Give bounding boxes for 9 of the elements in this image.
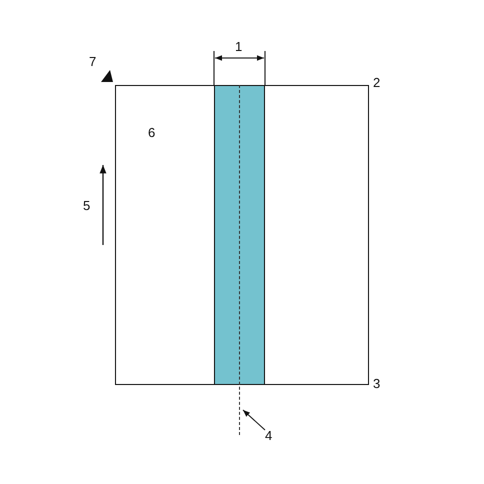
callout-number: 6 (148, 125, 156, 141)
leader-line (242, 410, 266, 430)
center-line (239, 85, 241, 435)
callout-number: 7 (89, 54, 96, 70)
callout-number: 4 (265, 428, 272, 444)
callout-number: 1 (235, 39, 242, 55)
callout-number: 2 (373, 75, 380, 91)
callout-number: 5 (83, 198, 90, 214)
callout-number: 3 (373, 376, 380, 392)
